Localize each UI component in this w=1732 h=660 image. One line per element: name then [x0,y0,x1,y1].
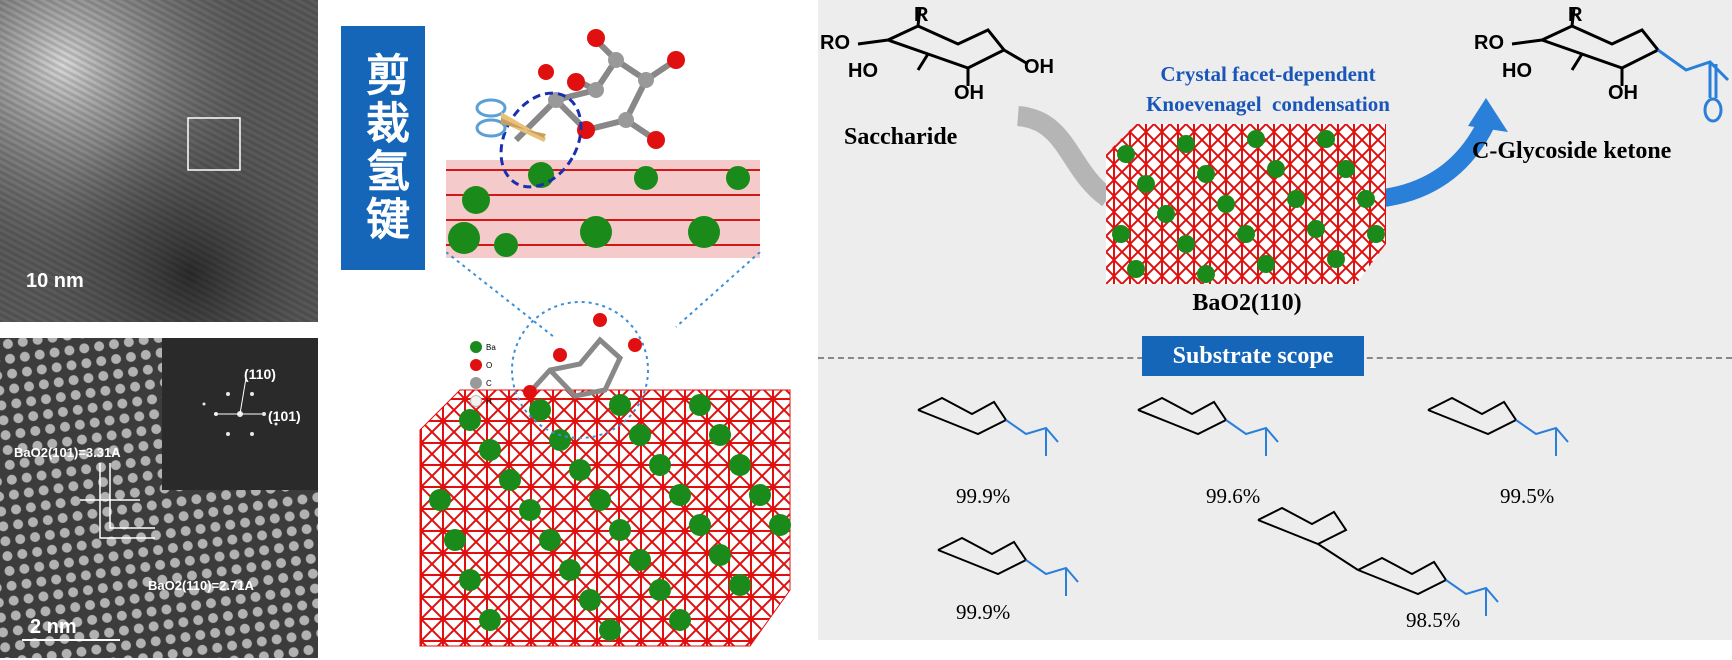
incoming-gray-arrow [1016,106,1115,207]
fft-spots [202,392,278,436]
yield-1: 99.9% [956,484,1011,508]
substrate-structures [917,396,1569,616]
product-name: C-Glycoside ketone [1472,138,1672,164]
product-HO: HO [1502,60,1532,82]
zoom-circle [511,301,649,439]
substrate-4-ring [937,536,1028,576]
outgoing-blue-arrow [1382,119,1495,207]
reactant-RO: RO [820,32,850,54]
molecule-o-atoms [538,29,685,149]
catalyst-ba-atoms [1112,130,1385,283]
legend-row-o: O [470,356,530,374]
legend-c-label: C [486,378,492,388]
reactant-R: R [914,4,929,26]
tem-top-texture [0,0,318,322]
product-structure [1511,7,1730,123]
tem-bottom-scale-text: 2 nm [30,616,77,638]
tem-top-scale-text: 10 nm [26,270,84,292]
yield-2: 99.6% [1206,484,1261,508]
d110-label: BaO2(110)=2.71A [148,578,254,593]
legend-ba-label: Ba [486,342,496,352]
tem-image-bottom: (110) (101) BaO2(101)=3.31A BaO2(110)=2.… [0,338,318,658]
crystal-model-svg [419,301,791,647]
yield-5: 98.5% [1406,608,1461,632]
yield-3: 99.5% [1500,484,1555,508]
o-swatch [470,359,482,371]
substrate-5-ketone [1445,579,1499,616]
product-RO: RO [1474,32,1504,54]
catalyst-crystal [1106,124,1386,284]
vertical-label-text: 剪裁氢键 [359,52,408,244]
molecule-c-atoms [548,52,654,128]
reactant-OH-bottom: OH [954,82,984,104]
ba-swatch [470,341,482,353]
zoom-connector-lines [446,252,761,338]
selection-square [187,117,241,171]
substrate-2-ring [1137,396,1228,436]
legend-row-ba: Ba [470,338,530,356]
zoomed-surface-panel [446,0,760,258]
yield-4: 99.9% [956,600,1011,624]
tem-image-top: 10 nm [0,0,318,322]
d101-label: BaO2(101)=3.31A [14,445,121,460]
catalyst-label: BaO2(110) [1192,290,1302,316]
hrtem-lattice [0,338,318,658]
c-swatch [470,377,482,389]
legend-row-h: H [470,392,530,410]
substrate-4-ketone [1025,559,1079,596]
reactant-OH-right: OH [1024,56,1054,78]
reactant-name: Saccharide [844,124,958,150]
fft-label-110: (110) [244,366,276,382]
reaction-title-line2: Knoevenagel condensation [1146,92,1390,116]
substrate-scope-header: Substrate scope [1142,336,1364,376]
legend-h-label: H [486,396,492,406]
crystal-molecule-o [523,313,642,399]
blue-arrow-head [1468,98,1508,132]
reactant-HO: HO [848,60,878,82]
substrate-5-ring [1257,506,1448,596]
h-swatch [470,395,482,407]
substrate-3-ring [1427,396,1518,436]
crystal-molecule-bonds [528,336,624,399]
product-OH: OH [1608,82,1638,104]
crystal-ba-stripes [429,394,791,641]
reaction-arrows [1016,98,1508,207]
substrate-2-ketone [1225,419,1279,456]
crystal-model-panel [410,300,800,656]
reactant-structure [857,7,1029,86]
product-ketone-chain [1657,48,1730,98]
d-spacing-markers [80,463,155,539]
substrate-1-ketone [1005,419,1059,456]
substrate-3-ketone [1515,419,1569,456]
vertical-label-box: 剪裁氢键 [341,26,425,270]
reaction-scheme-panel: R RO HO OH OH Saccharide Crystal facet-d… [818,0,1732,640]
product-R: R [1568,4,1583,26]
zoomed-surface-svg [446,29,760,258]
atom-legend: Ba O C H [470,338,530,410]
product-carbonyl-o [1703,97,1723,123]
scissors-icon [475,98,546,142]
legend-row-c: C [470,374,530,392]
fft-label-101: (101) [268,408,301,424]
reaction-title-line1: Crystal facet-dependent [1160,62,1376,86]
substrate-1-ring [917,396,1008,436]
legend-o-label: O [486,360,493,370]
zoomed-ba-atoms [448,162,750,257]
